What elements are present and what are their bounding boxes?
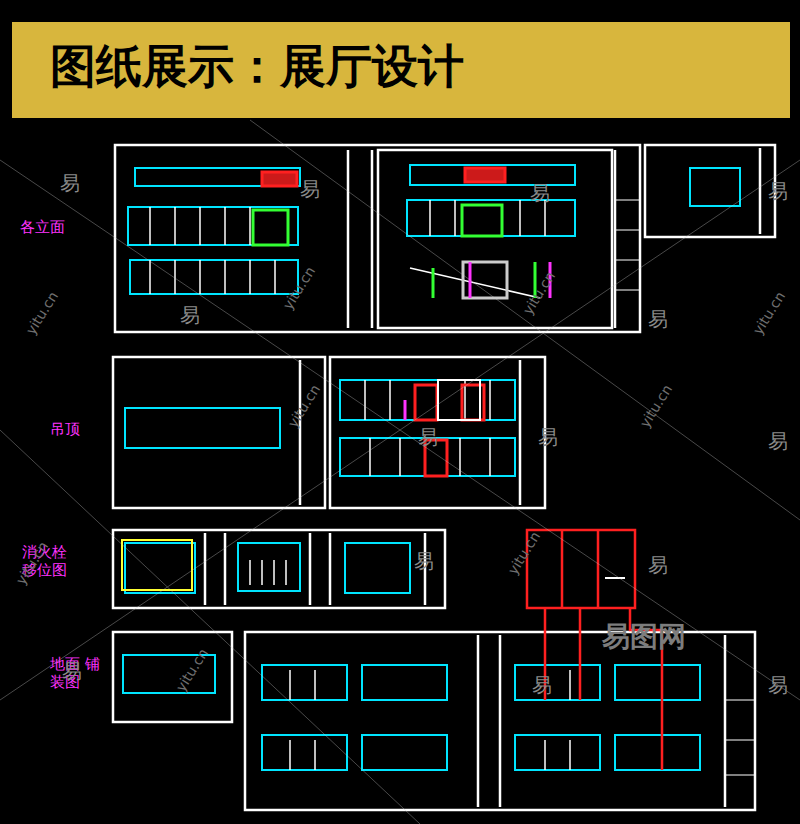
watermark: 易 [648, 552, 668, 579]
section-label: 各立面 [20, 218, 71, 236]
watermark: yitu.cn [284, 382, 323, 431]
watermark: 易 [768, 672, 788, 699]
watermark: 易 [648, 306, 668, 333]
detail-mark [605, 577, 625, 579]
watermark: 易 [60, 170, 80, 197]
watermark: yitu.cn [504, 529, 543, 578]
watermark: yitu.cn [279, 264, 318, 313]
title-block-rows [615, 200, 755, 775]
section-label: 吊顶 [50, 420, 101, 438]
watermark: 易 [180, 302, 200, 329]
watermark: 易 [300, 176, 320, 203]
watermark: 易 [538, 424, 558, 451]
watermark: 易 [530, 180, 550, 207]
watermark: 易 [532, 672, 552, 699]
watermark: yitu.cn [22, 289, 61, 338]
page-title: 图纸展示：展厅设计 [50, 36, 464, 98]
watermark-lines [0, 120, 800, 824]
watermark: 易 [414, 548, 434, 575]
title-band [12, 22, 790, 118]
watermark: yitu.cn [636, 382, 675, 431]
drawing-frames [113, 145, 775, 810]
watermark: 易 [768, 428, 788, 455]
panel-mullions [150, 200, 570, 770]
elevation-panels [123, 165, 740, 770]
watermark: 易 [62, 658, 82, 685]
watermark: yitu.cn [172, 646, 211, 695]
watermark: yitu.cn [519, 269, 558, 318]
colored-features [122, 168, 550, 590]
watermark: 易 [418, 424, 438, 451]
watermark: 易 [768, 178, 788, 205]
watermark: yitu.cn [749, 289, 788, 338]
watermark: 易图网 [602, 618, 686, 656]
